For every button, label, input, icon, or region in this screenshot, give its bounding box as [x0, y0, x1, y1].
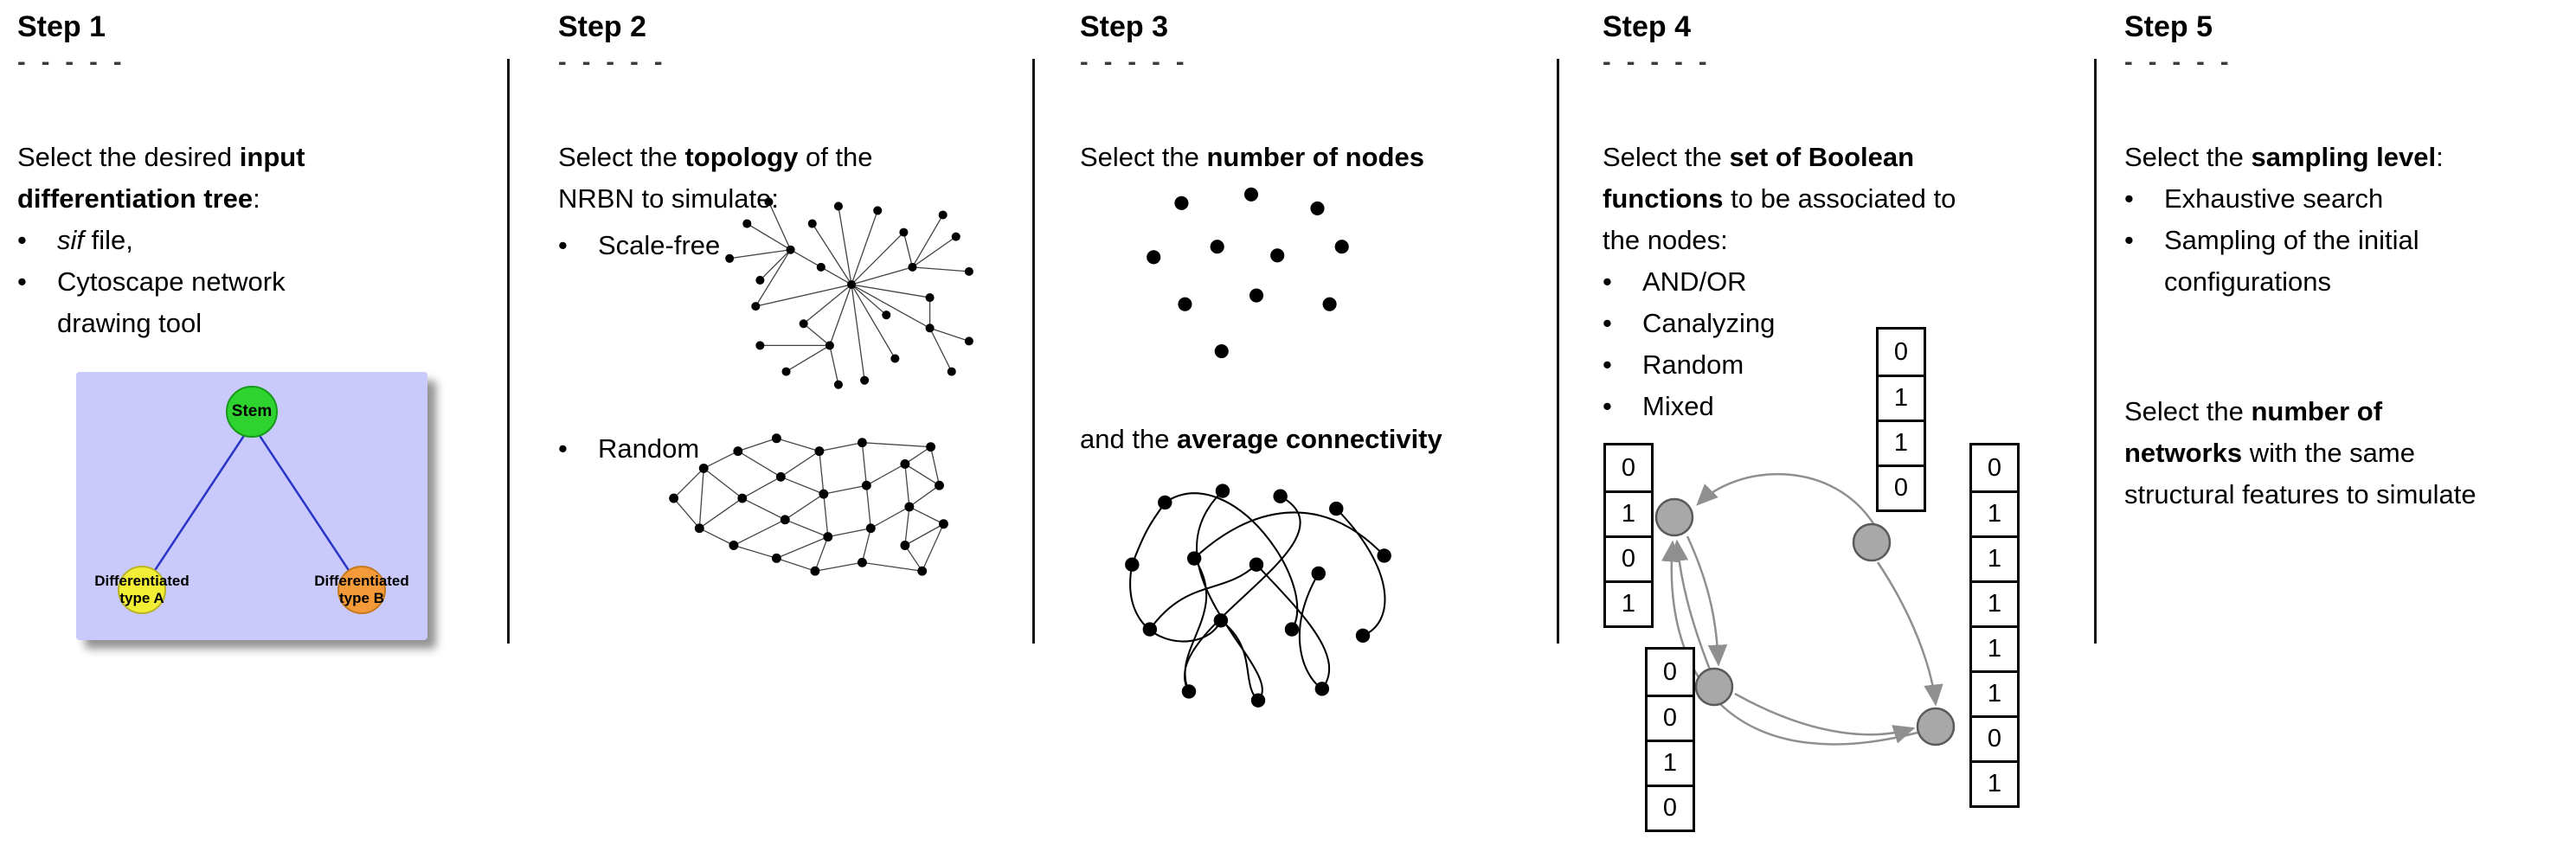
- bullet-text: sif file,: [57, 225, 133, 255]
- boolean-table-bottom: 0 0 1 0: [1645, 647, 1695, 832]
- bullet-item: • Scale-free: [558, 225, 818, 266]
- boolean-table-left: 0 1 0 1: [1603, 443, 1654, 628]
- bullet-item: • Exhaustive search: [2124, 178, 2557, 220]
- step-3-intro: Select the number of nodes: [1080, 142, 1424, 172]
- table-cell: 1: [1648, 740, 1693, 785]
- step-2-bullet-scale-free: • Scale-free: [558, 225, 818, 266]
- table-cell: 1: [1972, 490, 2017, 535]
- nodes-scatter-image: [1127, 183, 1380, 391]
- bullet-text: Random: [1642, 349, 1744, 380]
- step-4-title: Step 4: [1603, 10, 1692, 43]
- table-cell: 1: [1972, 625, 2017, 670]
- boolean-table-right: 0 1 1 1 1 1 0 1: [1969, 443, 2020, 808]
- step-3-mid-text: and the average connectivity: [1080, 424, 1442, 454]
- table-cell: 0: [1648, 785, 1693, 830]
- boolean-node-2: [1852, 522, 1892, 562]
- bullet-glyph: •: [558, 230, 568, 260]
- table-cell: 1: [1606, 580, 1651, 625]
- table-cell: 0: [1606, 535, 1651, 580]
- step-5-dashed-rule: - - - - -: [2124, 48, 2233, 76]
- table-cell: 1: [1972, 580, 2017, 625]
- bullet-glyph: •: [1603, 308, 1612, 338]
- step-2-dashed-rule: - - - - -: [558, 48, 667, 76]
- random-network-image: [656, 417, 966, 593]
- table-cell: 1: [1972, 670, 2017, 715]
- differentiation-tree-image: Stem Differentiated type A Differentiate…: [76, 372, 427, 640]
- bullet-glyph: •: [2124, 183, 2134, 214]
- stem-node: [226, 386, 278, 438]
- bullet-item: • Random: [558, 428, 818, 470]
- table-cell: 1: [1972, 760, 2017, 805]
- bullet-glyph: •: [17, 225, 27, 255]
- bullet-text: Mixed: [1642, 391, 1714, 421]
- step-1-title: Step 1: [17, 10, 106, 43]
- connectivity-graph-image: [1097, 471, 1419, 751]
- bullet-text: Canalyzing: [1642, 308, 1776, 338]
- boolean-network-diagram: [1601, 320, 2098, 852]
- type-a-node-label: Differentiated type A: [94, 573, 190, 606]
- bullet-text: AND/OR: [1642, 266, 1747, 297]
- boolean-node-1: [1654, 497, 1694, 537]
- divider-2: [1032, 59, 1035, 644]
- step-2-bullet-random: • Random: [558, 428, 818, 470]
- step-5-bullets: • Exhaustive search • Sampling of the in…: [2124, 178, 2557, 303]
- table-cell: 0: [1662, 657, 1678, 686]
- bullet-item: • sif file,: [17, 220, 502, 261]
- bullet-text: Random: [598, 433, 700, 464]
- scale-free-network-image: [708, 183, 986, 399]
- divider-4: [2094, 59, 2097, 644]
- bullet-glyph: •: [1603, 349, 1612, 380]
- bullet-item: • Random: [1603, 344, 1966, 386]
- divider-3: [1557, 59, 1559, 644]
- table-cell: 1: [1972, 535, 2017, 580]
- bullet-glyph: •: [1603, 391, 1612, 421]
- step-2-title: Step 2: [558, 10, 647, 43]
- table-cell: 1: [1879, 375, 1924, 420]
- bullet-item: • Mixed: [1603, 386, 1966, 427]
- bullet-text: Scale-free: [598, 230, 721, 260]
- type-a-node: [118, 566, 166, 614]
- divider-1: [507, 59, 510, 644]
- table-cell: 1: [1879, 420, 1924, 464]
- table-cell: 0: [1648, 695, 1693, 740]
- step-5-intro: Select the sampling level:: [2124, 142, 2444, 172]
- bullet-glyph: •: [558, 433, 568, 464]
- table-cell: 0: [1879, 464, 1924, 509]
- step-1-dashed-rule: - - - - -: [17, 48, 126, 76]
- step-4-dashed-rule: - - - - -: [1603, 48, 1712, 76]
- bullet-glyph: •: [17, 266, 27, 297]
- boolean-table-top: 0 1 1 0: [1876, 327, 1926, 512]
- table-cell: 0: [1972, 715, 2017, 760]
- table-cell: 0: [1987, 453, 2002, 482]
- table-cell: 0: [1621, 453, 1636, 482]
- step-3-title: Step 3: [1080, 10, 1169, 43]
- step-4-bullets: • AND/OR • Canalyzing • Random • Mixed: [1603, 261, 1966, 427]
- step-5-title: Step 5: [2124, 10, 2213, 43]
- bullet-item: • AND/OR: [1603, 261, 1966, 303]
- table-cell: 0: [1893, 337, 1909, 366]
- bullet-glyph: •: [1603, 266, 1612, 297]
- boolean-node-4: [1916, 707, 1956, 746]
- table-cell: 1: [1606, 490, 1651, 535]
- bullet-item: • Canalyzing: [1603, 303, 1966, 344]
- stem-node-label: Stem: [231, 402, 273, 420]
- type-b-node: [337, 566, 386, 614]
- type-b-node-label: Differentiated type B: [314, 573, 409, 606]
- differentiation-tree-svg: [118, 386, 386, 614]
- bullet-glyph: •: [2124, 225, 2134, 255]
- boolean-node-3: [1694, 667, 1734, 707]
- bullet-text: Exhaustive search: [2164, 183, 2384, 214]
- step-3-dashed-rule: - - - - -: [1080, 48, 1189, 76]
